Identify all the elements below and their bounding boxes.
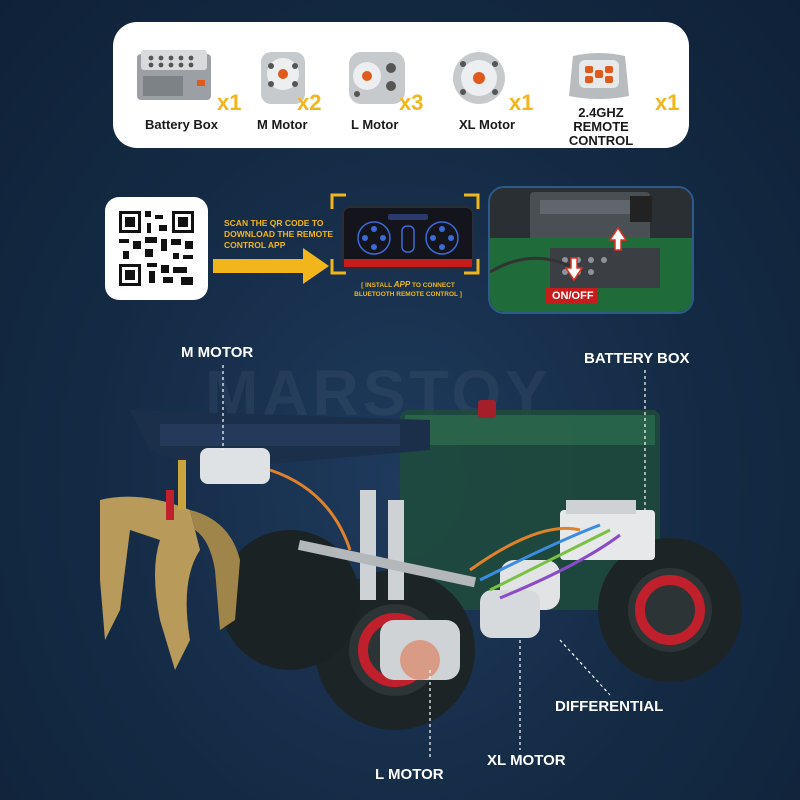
- qr-code-icon: [117, 209, 196, 288]
- callout-xl-motor: XL MOTOR: [487, 752, 566, 769]
- power-switch-photo: ON/OFF: [488, 186, 694, 314]
- part-qty: x3: [399, 90, 424, 115]
- part-qty: x1: [509, 90, 534, 115]
- part-name: L Motor: [351, 117, 399, 132]
- part-qty: x2: [297, 90, 322, 115]
- install-instructions: [ INSTALL APP TO CONNECT BLUETOOTH REMOT…: [343, 280, 473, 299]
- part-remote-control: x1 2.4GHZ REMOTE CONTROL: [549, 22, 685, 148]
- callout-m-motor: M MOTOR: [181, 344, 254, 361]
- callout-battery-box: BATTERY BOX: [584, 350, 690, 367]
- part-l-motor: x3 L Motor: [345, 22, 445, 148]
- tractor-model-illustration: [100, 365, 742, 760]
- part-name: XL Motor: [459, 117, 516, 132]
- part-m-motor: x2 M Motor: [253, 22, 353, 148]
- parts-panel: x1 Battery Box x2 M Motor x3 L Motor: [113, 22, 689, 148]
- part-name: M Motor: [257, 117, 308, 132]
- part-name: Battery Box: [145, 117, 218, 132]
- callout-differential: DIFFERENTIAL: [555, 698, 664, 715]
- part-xl-motor: x1 XL Motor: [447, 22, 557, 148]
- callout-l-motor: L MOTOR: [375, 766, 444, 783]
- install-prefix: [ INSTALL: [361, 282, 394, 289]
- part-name: 2.4GHZ REMOTE CONTROL: [568, 105, 634, 148]
- part-qty: x1: [655, 90, 680, 115]
- part-battery-box: x1 Battery Box: [131, 22, 249, 148]
- remote-control-icon: [569, 53, 629, 99]
- phone-app-screen: [342, 206, 474, 269]
- qr-code[interactable]: [105, 197, 208, 300]
- scan-instructions: SCAN THE QR CODE TO DOWNLOAD THE REMOTE …: [224, 218, 334, 250]
- battery-box-icon: [137, 50, 211, 100]
- l-motor-icon: [349, 52, 405, 104]
- power-switch-illustration: [490, 188, 692, 312]
- install-suffix: TO CONNECT BLUETOOTH REMOTE CONTROL ]: [354, 282, 462, 298]
- part-qty: x1: [217, 90, 242, 115]
- install-app-word: APP: [393, 280, 411, 289]
- phone-bracket-frame: [330, 193, 480, 275]
- arrow-right-icon: [213, 248, 329, 284]
- xl-motor-icon: [453, 52, 505, 104]
- m-motor-icon: [261, 52, 305, 104]
- on-off-label: ON/OFF: [552, 290, 594, 302]
- gamepad-icon: [344, 214, 472, 267]
